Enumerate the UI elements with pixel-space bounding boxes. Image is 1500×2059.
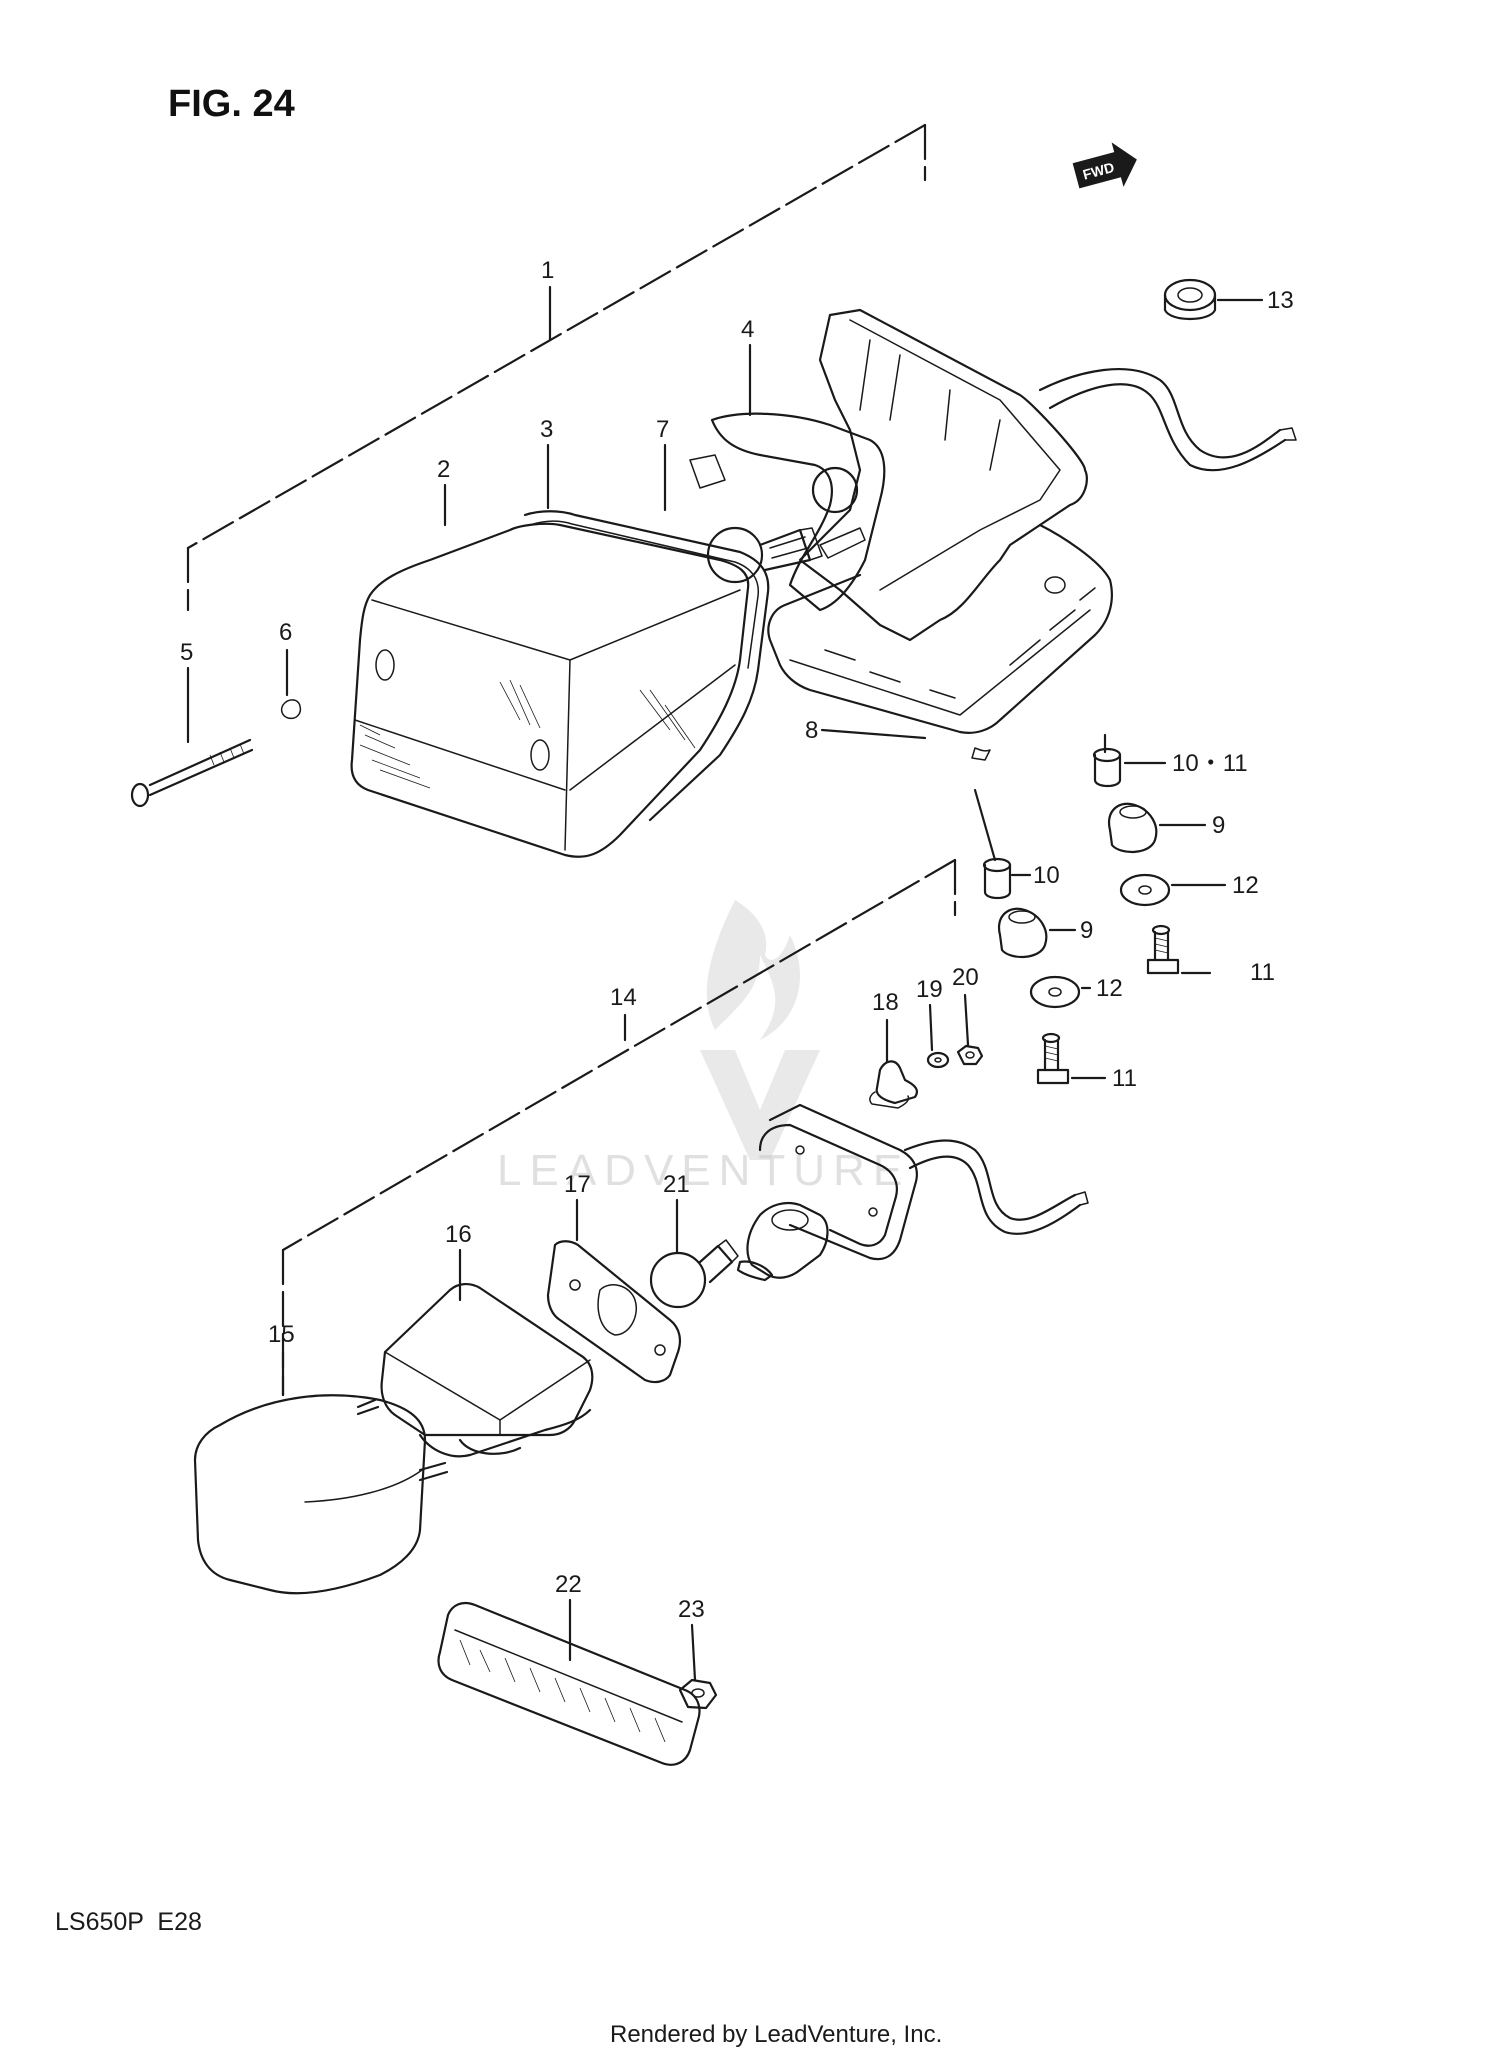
cushion-bolt-upper [1146,924,1180,975]
callout-11-lower: 11 [1112,1065,1137,1092]
callout-6: 6 [279,619,292,646]
forward-direction-label: FWD [1081,159,1116,183]
callout-4: 4 [741,316,754,343]
small-nut [956,1044,984,1066]
callout-13: 13 [1267,287,1294,314]
taillight-base-housing [767,308,1297,761]
watermark-logo: LEADVENTURE [497,900,910,1195]
taillight-bulb [706,526,823,584]
rear-reflector [437,1601,701,1766]
cushion-bolt-lower [1036,1032,1070,1085]
taillight-lens [350,522,750,858]
callout-3: 3 [540,416,553,443]
license-light-bulb [649,1239,739,1309]
callout-8: 8 [805,717,818,744]
reflector-nut [678,1678,718,1710]
callout-20: 20 [952,964,979,991]
callout-22: 22 [555,1571,582,1598]
callout-7: 7 [656,416,669,443]
callout-11-upper: 11 [1250,959,1275,986]
license-light-housing [193,1394,449,1595]
lens-gasket [523,510,770,822]
collar-lower [982,857,1012,900]
license-light-socket [736,1201,829,1282]
callout-19: 19 [916,976,943,1003]
assembly-bracket-14 [281,858,957,1397]
callout-18: 18 [872,989,899,1016]
rubber-cushion-lower [997,907,1048,958]
small-washer [926,1051,950,1069]
callout-12-lower: 12 [1096,975,1123,1002]
callout-10-11: 10・11 [1172,750,1248,777]
mounting-bolt-long [130,738,254,808]
callout-9-upper: 9 [1212,812,1225,839]
forward-direction-badge: FWD [1072,142,1137,189]
callout-21: 21 [663,1171,690,1198]
collar-upper [1092,747,1122,788]
render-credit: Rendered by LeadVenture, Inc. [610,2021,942,2048]
callout-23: 23 [678,1596,705,1623]
callout-10: 10 [1033,862,1060,889]
callout-12-upper: 12 [1232,872,1259,899]
callout-5: 5 [180,639,193,666]
callout-17: 17 [564,1171,591,1198]
assembly-bracket-1 [186,123,927,612]
small-grommet [280,699,302,720]
callout-9-lower: 9 [1080,917,1093,944]
rubber-cushion-upper [1107,802,1158,853]
socket-grommet [869,1060,919,1109]
washer-upper [1119,873,1171,907]
license-holder-base [758,1103,1089,1261]
callout-leaders [186,285,1264,1682]
callout-2: 2 [437,456,450,483]
harness-grommet [1163,278,1217,320]
callout-15: 15 [268,1321,295,1348]
washer-lower [1029,975,1081,1009]
license-light-gasket [546,1240,681,1384]
callout-labels: 1 2 3 4 5 6 7 8 9 9 10・11 10 11 11 12 12… [180,257,1294,1623]
socket-plate [689,412,886,612]
figure-title: FIG. 24 [168,83,295,125]
license-light-lens [380,1283,594,1458]
callout-14: 14 [610,984,637,1011]
model-code: LS650P E28 [55,1908,202,1936]
watermark-text: LEADVENTURE [497,1146,910,1195]
callout-16: 16 [445,1221,472,1248]
callout-1: 1 [541,257,554,284]
